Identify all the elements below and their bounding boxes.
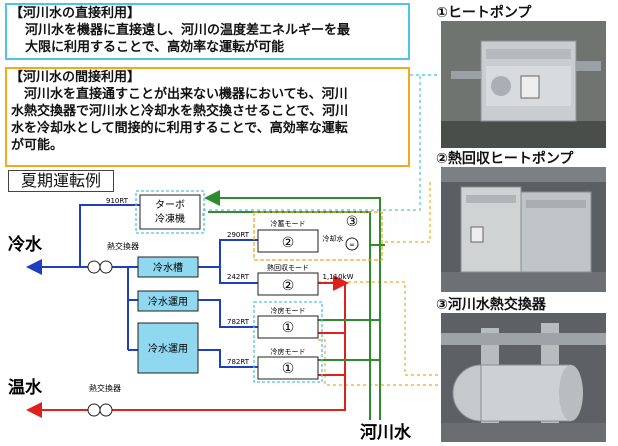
circled-3: ③ <box>346 214 359 230</box>
hx-cold-left-icon <box>87 260 101 274</box>
circled-2-b: ② <box>282 278 295 294</box>
river-line-turbo <box>204 190 381 420</box>
mode2-heat-box <box>257 272 319 296</box>
cold-line-turbo <box>79 204 143 267</box>
heat-recovery-mode-outline <box>253 211 383 261</box>
svg-text:∞: ∞ <box>349 241 355 249</box>
photo-river-heat-exchanger <box>441 313 606 442</box>
mode-cold-store-label: 冷蓄モード <box>271 219 306 228</box>
circled-1-b: ① <box>282 361 295 377</box>
hot-line-return <box>112 283 346 411</box>
cooling-water-label: 冷却水 <box>323 234 344 243</box>
mode-cooling1-label: 冷房モード <box>271 306 306 315</box>
hp-outline <box>253 301 323 383</box>
mode-heat-recovery-label: 熱回収モード <box>267 263 309 272</box>
river-line-hp <box>318 319 380 361</box>
summer-operation-label: 夏期運転例 <box>8 170 114 192</box>
tank3-label: 冷水運用 <box>148 342 188 355</box>
cold-line-782b <box>198 349 258 368</box>
circled-1-a: ① <box>282 320 295 336</box>
cold-line-242 <box>219 267 258 284</box>
mode2-cold-box <box>257 229 319 253</box>
river-hx-icon <box>345 237 359 251</box>
photo-heat-recovery-pump <box>441 167 606 292</box>
rt-782b-label: 782RT <box>227 358 250 366</box>
hp1-box <box>257 315 319 339</box>
cold-tank-3 <box>137 322 199 374</box>
hp2-box <box>257 356 319 380</box>
turbo-rt-label: 910RT <box>106 197 129 205</box>
rt-290-label: 290RT <box>227 231 250 239</box>
hx-hot-left-icon <box>87 403 101 417</box>
mode-cooling2-label: 冷房モード <box>271 347 306 356</box>
hx-cold-right-icon <box>99 260 113 274</box>
turbo-label-1: ターボ <box>155 199 185 211</box>
turbo-chiller-box <box>139 194 201 230</box>
hot-water-lines <box>26 275 349 418</box>
connector-hp <box>318 339 440 386</box>
photo3-title: ③河川水熱交換器 <box>436 297 546 313</box>
direct-use-body: 河川水を機器に直接遠し、河川の温度差エネルギーを最 大限に利用することで、高効率… <box>25 23 351 55</box>
hx-hot-label: 熱交換器 <box>89 383 121 393</box>
turbo-label-2: 冷凍機 <box>155 212 185 225</box>
direct-use-box: 【河川水の直接利用】 河川水を機器に直接遠し、河川の温度差エネルギーを最 大限に… <box>5 3 410 60</box>
tank1-label: 冷水槽 <box>153 261 183 274</box>
tank2-label: 冷水運用 <box>148 295 188 308</box>
cold-line-join3 <box>128 299 138 351</box>
connector-heat-recovery <box>318 281 440 376</box>
indirect-use-heading: 【河川水の間接利用】 <box>10 70 141 85</box>
hot-water-label: 温水 <box>8 377 43 398</box>
indirect-use-box: 【河川水の間接利用】 河川水を直接通すことが出来ない機器においても、河川 水熱交… <box>5 67 410 167</box>
hx-cold-label: 熱交換器 <box>107 241 139 251</box>
direct-use-heading: 【河川水の直接利用】 <box>10 6 141 21</box>
circled-2-a: ② <box>282 235 295 251</box>
cold-water-lines <box>26 204 258 368</box>
rt-242-label: 242RT <box>227 273 250 281</box>
cold-tank-2 <box>137 290 199 312</box>
indirect-use-body: 河川水を直接通すことが出来ない機器においても、河川 水熱交換器で河川水と冷却水を… <box>11 87 349 153</box>
rt-782a-label: 782RT <box>227 318 250 326</box>
connector-turbo <box>202 74 440 216</box>
cold-water-label: 冷水 <box>8 234 43 255</box>
photo-heat-pump <box>441 21 606 148</box>
connector-river-hx <box>385 180 431 243</box>
cold-line-290 <box>198 239 258 268</box>
kw-1110-label: 1,110kW <box>322 273 353 281</box>
river-water-label: 河川水 <box>360 422 412 443</box>
photo1-title: ①ヒートポンプ <box>436 5 532 21</box>
cold-tank-1 <box>137 256 199 278</box>
cold-line-782a <box>198 299 258 328</box>
photo2-title: ②熱回収ヒートポンプ <box>436 151 574 167</box>
hx-hot-right-icon <box>99 403 113 417</box>
photo-connectors <box>202 74 440 386</box>
